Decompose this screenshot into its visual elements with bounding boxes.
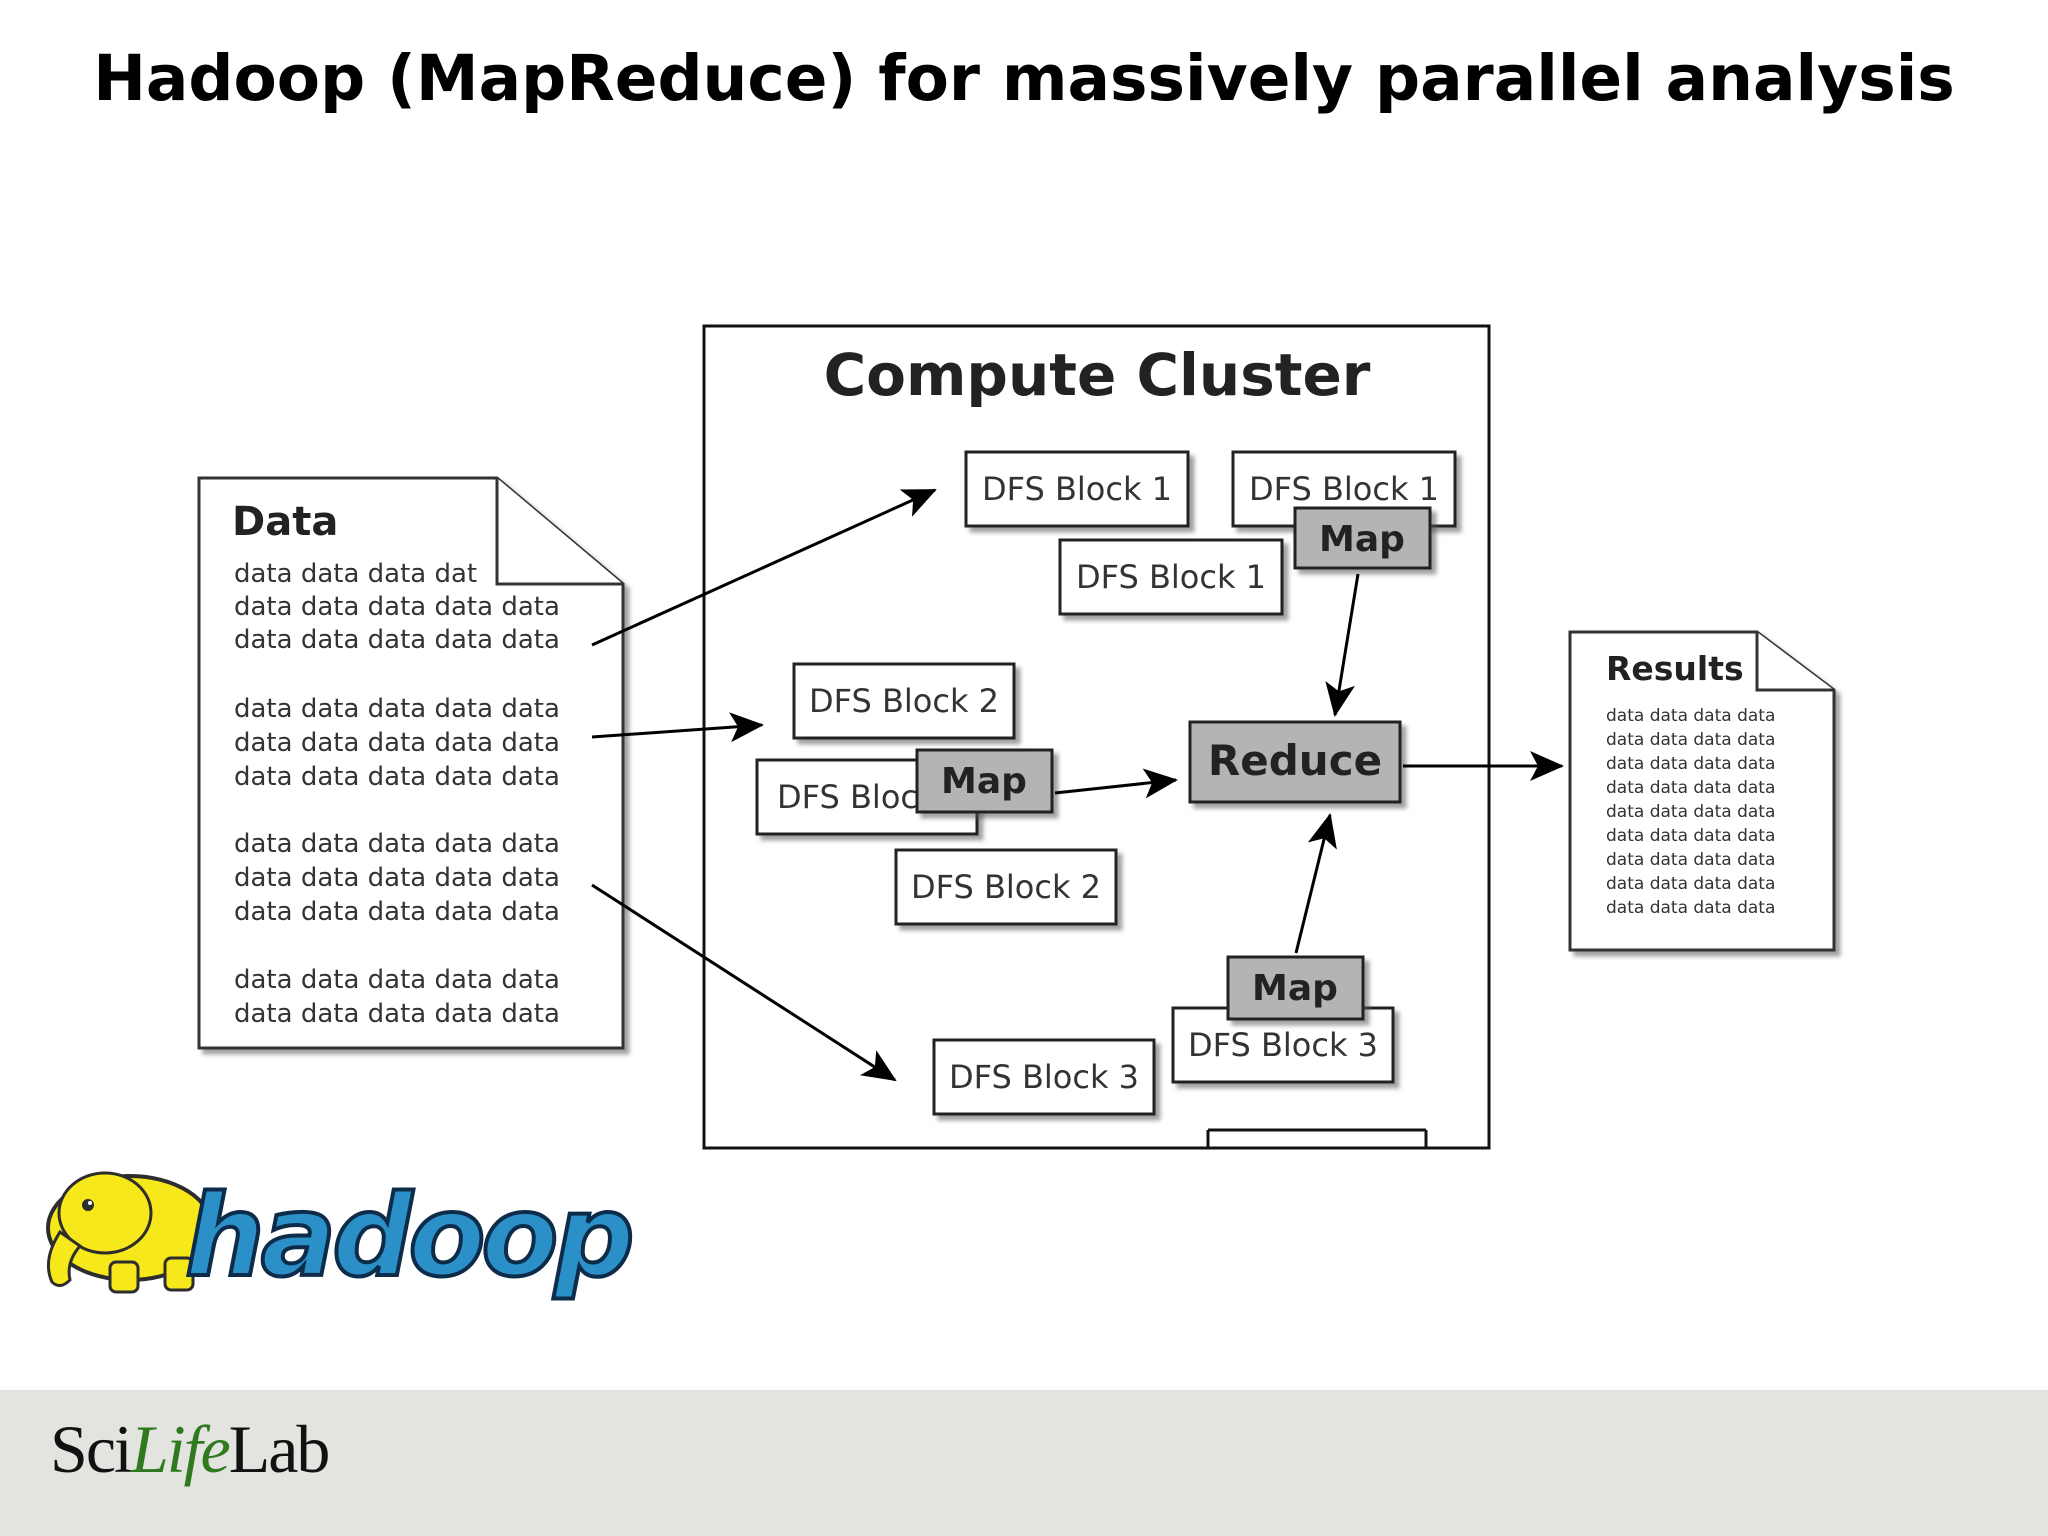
dfs-block-3-b-label: DFS Block 3 (1188, 1026, 1378, 1064)
dfs-block-2-b-label: DFS Bloc (777, 778, 918, 816)
map-box-3 (1226, 955, 1365, 1021)
footer-bar (0, 1390, 2048, 1536)
data-line: data data data data data (234, 965, 560, 995)
dfs-block-1-a (964, 450, 1190, 528)
arrow-map3-to-reduce (1294, 813, 1337, 954)
data-document (197, 476, 625, 1050)
arrow-data-to-block2 (591, 712, 764, 743)
hadoop-wordmark: hadoop (185, 1172, 631, 1302)
compute-cluster-title: Compute Cluster (824, 341, 1371, 409)
arrow-data-to-block1 (591, 488, 937, 647)
map-box-3-label: Map (1252, 968, 1338, 1009)
results-line: data data data data (1606, 850, 1775, 870)
data-line: data data data data data (234, 829, 560, 859)
results-line: data data data data (1606, 706, 1775, 726)
data-line: data data data data data (234, 592, 560, 622)
results-line: data data data data (1606, 826, 1775, 846)
arrow-map2-to-reduce (1054, 768, 1178, 799)
results-line: data data data data (1606, 754, 1775, 774)
map-box-2 (915, 748, 1054, 814)
arrow-map1-to-reduce (1325, 573, 1360, 717)
reduce-box (1188, 720, 1402, 804)
scilifelab-logo-lab: Lab (228, 1411, 331, 1487)
data-document-fold (495, 478, 623, 586)
slide-title: Hadoop (MapReduce) for massively paralle… (93, 42, 1955, 115)
scilifelab-logo-life: Life (130, 1411, 231, 1487)
scilifelab-logo: SciLifeLab (50, 1410, 331, 1489)
results-document-lines: data data data data data data data data … (1606, 706, 1775, 918)
map-box-2-label: Map (941, 761, 1027, 802)
dfs-block-2-a (792, 662, 1016, 740)
data-line: data data data data data (234, 694, 560, 724)
dfs-block-2-a-label: DFS Block 2 (809, 682, 999, 720)
dfs-block-1-c (1058, 538, 1284, 616)
data-line: data data data data data (234, 762, 560, 792)
results-line: data data data data (1606, 778, 1775, 798)
results-document (1568, 630, 1836, 952)
dfs-block-3-a-label: DFS Block 3 (949, 1058, 1139, 1096)
scilifelab-logo-sci: Sci (50, 1411, 133, 1487)
data-document-title: Data (232, 499, 338, 545)
dfs-block-3-a (932, 1038, 1156, 1116)
results-line: data data data data (1606, 730, 1775, 750)
data-line: data data data data data (234, 728, 560, 758)
results-document-title: Results (1606, 649, 1744, 688)
data-line: data data data dat (234, 559, 477, 589)
hadoop-elephant-icon (46, 1171, 214, 1294)
dfs-block-1-b-label: DFS Block 1 (1249, 470, 1439, 508)
dfs-block-1-a-label: DFS Block 1 (982, 470, 1172, 508)
data-line: data data data data data (234, 999, 560, 1029)
data-line: data data data data data (234, 625, 560, 655)
dfs-block-2-c (894, 848, 1118, 926)
data-line: data data data data data (234, 863, 560, 893)
map-box-1-label: Map (1319, 519, 1405, 560)
reduce-box-label: Reduce (1208, 736, 1382, 785)
map-box-1 (1293, 506, 1432, 570)
mapreduce-diagram: Compute Cluster Data data data data dat … (46, 324, 1836, 1304)
results-document-fold (1755, 632, 1834, 692)
data-document-lines: data data data dat data data data data d… (234, 559, 560, 1029)
results-line: data data data data (1606, 802, 1775, 822)
results-line: data data data data (1606, 898, 1775, 918)
results-line: data data data data (1606, 874, 1775, 894)
hadoop-logo: hadoop (46, 1170, 637, 1304)
dfs-block-1-c-label: DFS Block 1 (1076, 558, 1266, 596)
arrow-data-to-block3 (591, 883, 897, 1082)
data-line: data data data data data (234, 897, 560, 927)
dfs-block-2-c-label: DFS Block 2 (911, 868, 1101, 906)
